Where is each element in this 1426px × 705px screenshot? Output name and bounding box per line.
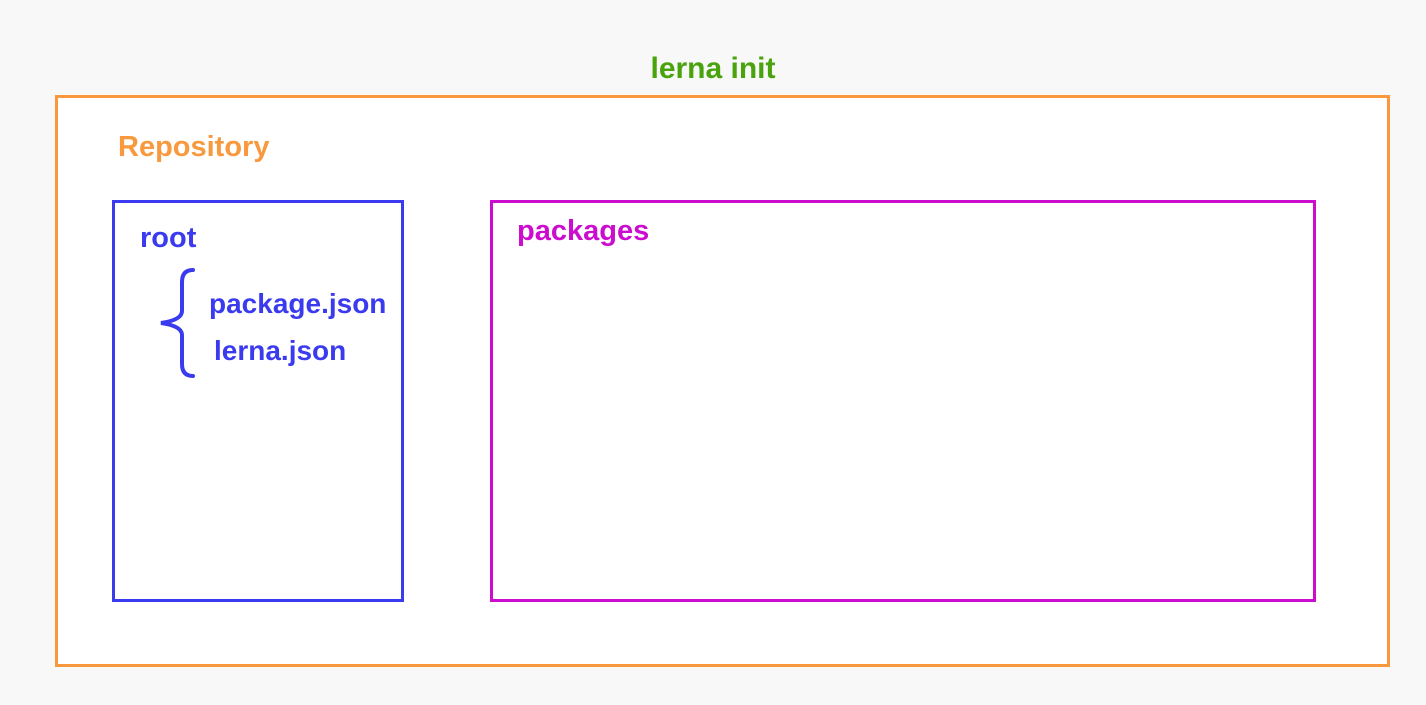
root-box: root package.json lerna.json <box>112 200 404 602</box>
curly-brace-icon <box>160 268 195 378</box>
repository-label: Repository <box>118 131 270 163</box>
repository-box: Repository root package.json lerna.json … <box>55 95 1390 667</box>
diagram-title: lerna init <box>650 52 776 85</box>
root-file-lerna-json: lerna.json <box>214 335 347 366</box>
packages-box: packages <box>490 200 1316 602</box>
root-label: root <box>140 222 197 254</box>
packages-label: packages <box>517 215 650 247</box>
root-file-package-json: package.json <box>209 288 387 319</box>
